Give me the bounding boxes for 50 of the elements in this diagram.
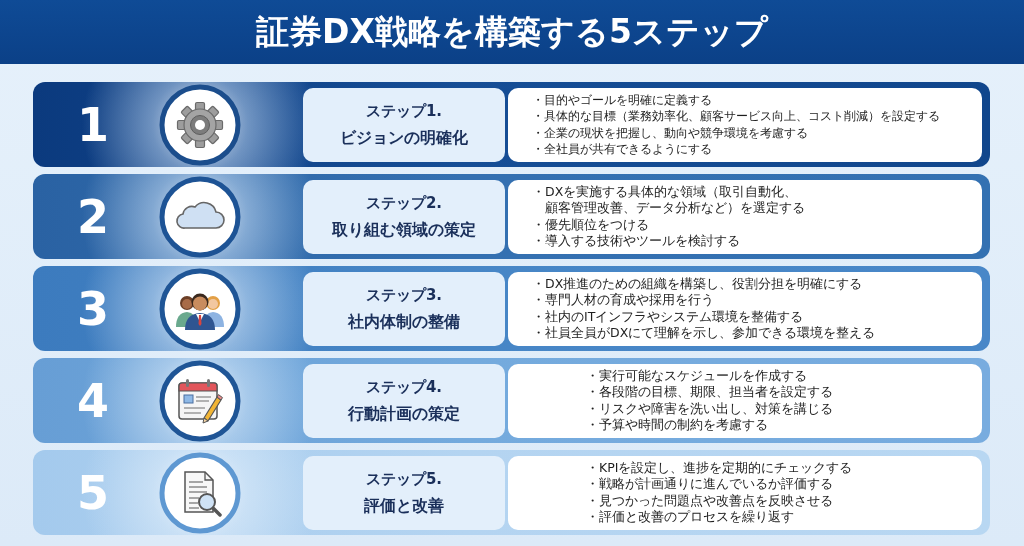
bullet-item: ・見つかった問題点や改善点を反映させる: [586, 492, 834, 509]
bullet-item: ・KPIを設定し、進捗を定期的にチェックする: [586, 459, 854, 476]
bullet-item: ・全社員が共有できるようにする: [532, 141, 713, 158]
bullet-item: ・評価と改善のプロセスを繰り返す: [586, 509, 795, 526]
bullet-item: ・優先順位をつける: [532, 216, 650, 233]
bullet-item: ・目的やゴールを明確に定義する: [532, 91, 713, 108]
step-label: ステップ4.: [365, 376, 443, 398]
step-label: ステップ2.: [365, 192, 443, 214]
step-band: [33, 358, 990, 443]
bullet-list-box: [508, 271, 982, 346]
step-title-box: [303, 271, 505, 346]
bullet-item: ・企業の現状を把握し、動向や競争環境を考慮する: [532, 124, 809, 141]
step-label: ステップ3.: [365, 284, 443, 306]
step-title-box: [303, 179, 505, 254]
diagram-title: 証券DX戦略を構築する5ステップ: [256, 12, 768, 52]
step-label: ステップ5.: [365, 468, 443, 490]
bullet-item: ・社員全員がDXにて理解を示し、参加できる環境を整える: [532, 325, 877, 342]
step-number: 2: [77, 191, 109, 242]
step-heading: 評価と改善: [364, 494, 444, 517]
step-number: 4: [77, 375, 109, 426]
bullet-list-box: [508, 179, 982, 254]
step-title-box: [303, 363, 505, 438]
bullet-item: ・戦略が計画通りに進んでいるか評価する: [586, 476, 834, 493]
step-band: [33, 266, 990, 351]
step-heading: 取り組む領域の策定: [332, 218, 476, 241]
bullet-list-box: [508, 455, 982, 530]
bullet-item: ・具体的な目標（業務効率化、顧客サービス向上、コスト削減）を設定する: [532, 108, 941, 125]
bullet-item: ・実行可能なスケジュールを作成する: [586, 367, 808, 384]
step-band: [33, 82, 990, 167]
bullet-item: ・DX推進のための組織を構築し、役割分担を明確にする: [532, 275, 864, 292]
bullet-item: ・DXを実施する具体的な領域（取引自動化、顧客管理改善、データ分析など）を選定する: [532, 183, 806, 217]
step-label: ステップ1.: [365, 100, 443, 122]
step-title-box: [303, 455, 505, 530]
bullet-item: ・専門人材の育成や採用を行う: [532, 292, 715, 309]
bullet-list-box: [508, 363, 982, 438]
step-band: [33, 174, 990, 259]
bullet-item: ・予算や時間の制約を考慮する: [586, 417, 769, 434]
bullet-list-box: [508, 87, 982, 162]
step-number: 5: [77, 467, 109, 518]
bullet-item: ・導入する技術やツールを検討する: [532, 233, 741, 250]
step-heading: ビジョンの明確化: [340, 126, 468, 149]
bullet-item: ・リスクや障害を洗い出し、対策を講じる: [586, 400, 834, 417]
step-title-box: [303, 87, 505, 162]
step-heading: 行動計画の策定: [348, 402, 460, 425]
bullet-item: ・社内のITインフラやシステム環境を整備する: [532, 308, 805, 325]
step-number: 3: [77, 283, 109, 334]
step-heading: 社内体制の整備: [348, 310, 460, 333]
step-band: [33, 450, 990, 535]
step-number: 1: [77, 99, 109, 150]
bullet-item: ・各段階の目標、期限、担当者を設定する: [586, 384, 834, 401]
